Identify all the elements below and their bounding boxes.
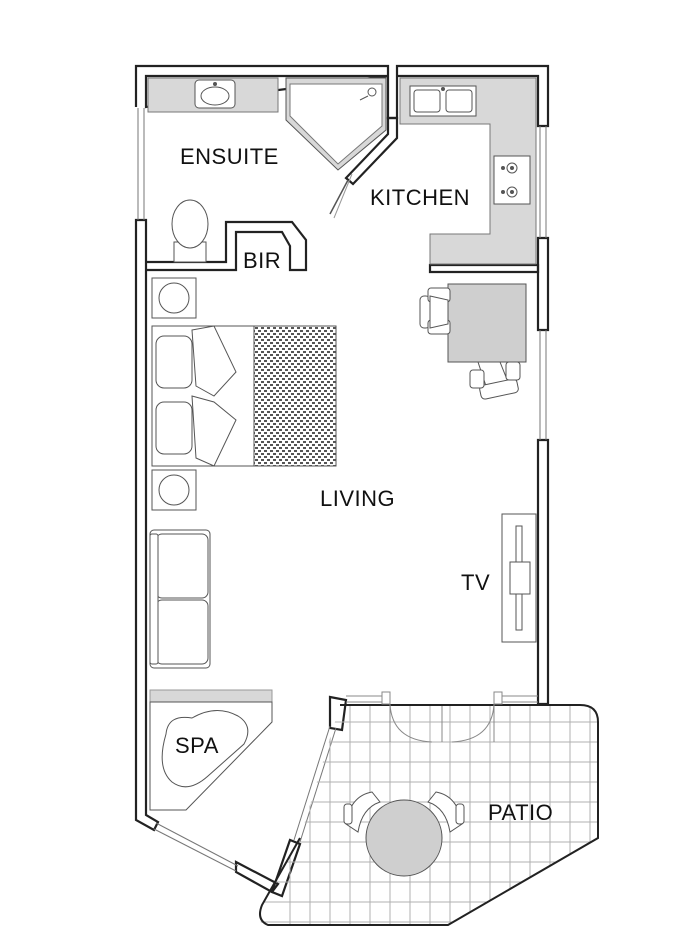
room-label-bir: BIR (243, 248, 281, 273)
patio-chair-right (427, 791, 465, 833)
room-label-ensuite: ENSUITE (180, 144, 279, 169)
room-label-tv: TV (461, 570, 490, 595)
bed-cover (253, 325, 337, 467)
wall-ensuite-kitchen (344, 116, 399, 186)
sliding-door (346, 691, 538, 743)
toilet-bowl (171, 199, 209, 249)
kitchen-fixtures (399, 77, 537, 400)
wall-left (134, 218, 160, 832)
room-label-living: LIVING (320, 486, 395, 511)
pillow-top (155, 335, 193, 389)
wall-diag (270, 838, 302, 898)
wall-right-kitchen (536, 236, 550, 332)
patio-table (365, 799, 443, 877)
patio-chair-left (343, 791, 381, 833)
room-label-kitchen: KITCHEN (370, 185, 470, 210)
wall-right-living (536, 438, 550, 706)
wall-bir (146, 220, 308, 272)
bedroom-furniture (149, 277, 537, 811)
ensuite-fixtures (147, 77, 387, 263)
wall-kitchen-bottom (428, 263, 540, 274)
walls (134, 64, 550, 898)
sofa (149, 529, 211, 669)
patio-outline (259, 704, 599, 926)
room-label-spa: SPA (175, 733, 219, 758)
kitchen-counter (399, 77, 537, 265)
wall-living-left-diag (328, 695, 348, 732)
pillow-bottom (155, 401, 193, 455)
dining-chair-top (419, 287, 451, 335)
dining-chair-bottom (469, 361, 521, 400)
windows (137, 108, 547, 872)
spa-ledge (149, 689, 273, 703)
dining-table (447, 283, 527, 363)
room-label-patio: PATIO (488, 800, 553, 825)
